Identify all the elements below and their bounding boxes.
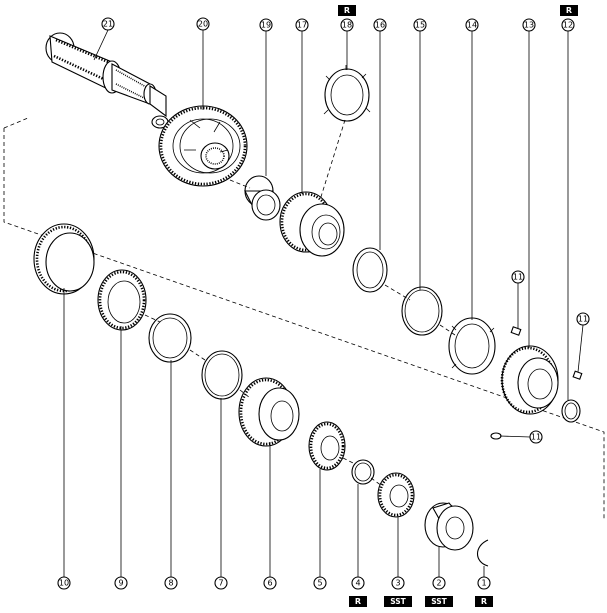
callout-9: 9 [114,576,128,590]
callout-12: 12 [561,18,575,32]
svg-text:1: 1 [481,579,486,588]
badge-replace-18: R [338,5,356,16]
callout-16: 16 [373,18,387,32]
svg-text:6: 6 [267,579,272,588]
svg-text:R: R [481,597,487,606]
part-17-gear-with-cone [279,191,345,257]
badge-replace-1: R [475,596,493,607]
callout-21: 21 [101,17,115,31]
part-14-synchronizer-cone [448,317,496,375]
part-15-thrust-ring [401,286,443,336]
svg-text:11: 11 [578,315,588,324]
badge-replace-12: R [560,5,578,16]
svg-text:10: 10 [59,579,69,588]
svg-text:11: 11 [531,433,541,442]
svg-text:R: R [566,6,572,15]
callout-11-a: 11 [511,270,525,284]
badge-replace-4: R [349,596,367,607]
svg-text:13: 13 [524,21,534,30]
svg-text:SST: SST [431,597,447,606]
callout-11-c: 11 [529,430,543,444]
part-8-snap-ring [148,313,192,363]
callout-4: 4 [351,576,365,590]
part-19-needle-bearing [244,175,281,221]
callout-2: 2 [432,576,446,590]
callout-8: 8 [164,576,178,590]
part-11-spring-pin [490,432,502,440]
svg-text:18: 18 [342,21,352,30]
part-18-synchronizer-ring [323,65,371,122]
callout-13: 13 [522,18,536,32]
part-11-insert-key-a [510,326,522,336]
svg-text:17: 17 [297,21,307,30]
part-7-thrust-ring [201,350,243,400]
part-21-main-shaft [45,32,169,129]
part-10-outer-ring [33,223,95,295]
callout-7: 7 [214,576,228,590]
callout-1: 1 [477,576,491,590]
part-3-gear [377,472,415,518]
callout-15: 15 [413,18,427,32]
svg-text:3: 3 [395,579,400,588]
callout-10: 10 [57,576,71,590]
callout-18: 18 [340,18,354,32]
callout-3: 3 [391,576,405,590]
part-1-snap-ring [476,539,489,567]
callout-20: 20 [196,17,210,31]
badge-sst-3: SST [384,596,412,607]
svg-text:12: 12 [563,21,573,30]
svg-text:21: 21 [103,20,113,29]
svg-text:16: 16 [375,21,385,30]
part-6-helical-gear [238,377,300,447]
svg-text:7: 7 [218,579,223,588]
svg-text:20: 20 [198,20,208,29]
svg-text:11: 11 [513,273,523,282]
part-9-synchronizer-ring [97,269,147,331]
callout-19: 19 [259,18,273,32]
part-5-small-gear [308,421,346,471]
part-4-snap-ring [351,459,375,485]
part-12-snap-ring [561,399,581,423]
svg-text:5: 5 [317,579,322,588]
svg-text:R: R [344,6,350,15]
leader-lines [63,29,584,577]
svg-text:R: R [355,597,361,606]
callout-5: 5 [313,576,327,590]
callout-17: 17 [295,18,309,32]
svg-text:SST: SST [390,597,406,606]
part-11-insert-key-b [572,370,583,380]
svg-text:19: 19 [261,21,271,30]
callout-11-b: 11 [576,312,590,326]
part-16-snap-ring [352,247,388,293]
badge-sst-2: SST [425,596,453,607]
svg-text:2: 2 [436,579,441,588]
callout-6: 6 [263,576,277,590]
part-20-large-gear [158,105,248,187]
part-13-clutch-hub-sleeve [500,345,559,415]
svg-text:4: 4 [355,579,360,588]
svg-text:9: 9 [118,579,123,588]
part-2-ball-bearing [424,502,474,551]
callout-14: 14 [465,18,479,32]
svg-text:14: 14 [467,21,477,30]
svg-text:15: 15 [415,21,425,30]
svg-text:8: 8 [168,579,173,588]
subassembly-dashed-boundary [3,117,605,520]
